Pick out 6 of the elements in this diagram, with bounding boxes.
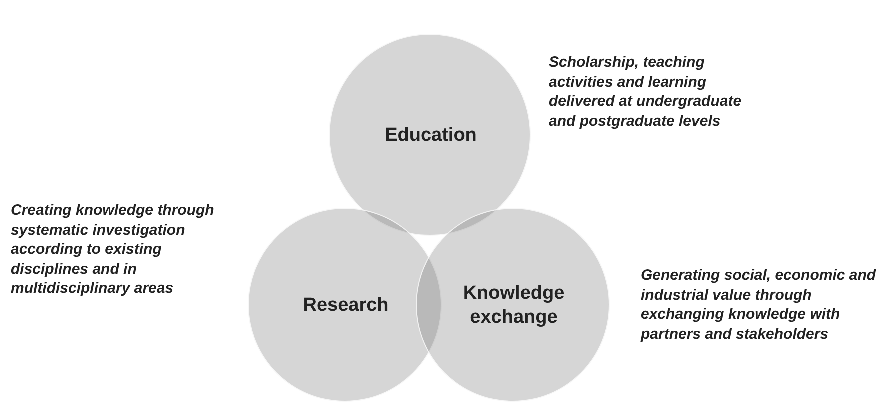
circle-title: Education: [384, 124, 478, 148]
circle-title: Research: [302, 294, 390, 318]
description-text: Creating knowledge through systematic investigation according to existing disciplines and in multidisciplinary areas: [11, 201, 216, 298]
description-text: Generating social, economic and industrial value through exchanging knowledge with partners and stakeholders: [641, 266, 878, 344]
circle-title: Knowledge exchange: [462, 282, 566, 330]
description-text: Scholarship, teaching activities and learning delivered at undergraduate and postgraduate levels: [549, 53, 743, 131]
